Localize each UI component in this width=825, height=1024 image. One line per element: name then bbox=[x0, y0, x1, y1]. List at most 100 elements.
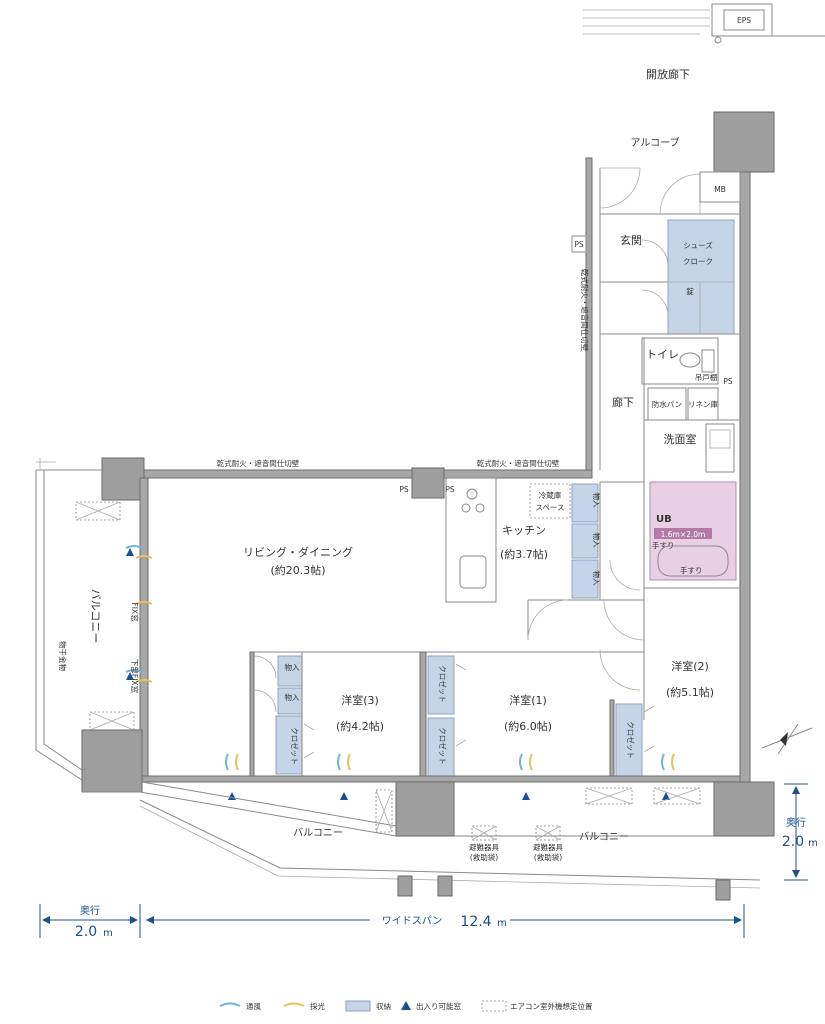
handrail-label-2: 手すり bbox=[680, 565, 703, 575]
depth-dimension-right bbox=[784, 783, 808, 881]
kitchen-counter bbox=[445, 477, 497, 603]
ps-label-1: PS bbox=[399, 485, 409, 494]
legend-ac-icon bbox=[481, 1000, 507, 1012]
span-dimension bbox=[146, 904, 745, 938]
legend-storage-icon bbox=[345, 1000, 371, 1012]
western1-size-label: (約6.0帖) bbox=[504, 719, 552, 733]
legend-door-window-icon bbox=[401, 1001, 411, 1010]
pillar-top-left bbox=[101, 457, 145, 501]
fire-wall-label-1: 乾式耐火・遮音間仕切壁 bbox=[217, 458, 300, 468]
span-unit: m bbox=[497, 918, 507, 929]
fix-window-label: FIX窓 bbox=[130, 602, 140, 622]
lock-label: 錠 bbox=[686, 286, 694, 296]
shoes-cloak-label-2: クローク bbox=[683, 257, 713, 266]
toilet-room bbox=[641, 337, 719, 385]
fridge-label-1: 冷蔵庫 bbox=[539, 490, 562, 500]
storage-label-w3-1: 物入 bbox=[285, 662, 300, 672]
legend-storage: 収納 bbox=[376, 1001, 391, 1011]
stove-burner-icon-2 bbox=[475, 503, 485, 513]
fridge-label-2: スペース bbox=[535, 503, 564, 512]
fridge-space bbox=[529, 483, 571, 519]
depth-label-right: 奥行 bbox=[786, 816, 806, 829]
ps-label-2: PS bbox=[445, 485, 455, 494]
handrail-label-1: 手すり bbox=[652, 540, 675, 550]
legend-ventilation: 通風 bbox=[246, 1001, 261, 1011]
western2-size-label: (約5.1帖) bbox=[666, 685, 714, 699]
toilet-bowl-icon bbox=[679, 352, 701, 368]
open-corridor-label: 開放廊下 bbox=[646, 67, 690, 81]
storage-kitchen-3 bbox=[571, 559, 599, 599]
top-structure: EPS bbox=[583, 3, 825, 44]
kitchen-sink bbox=[459, 555, 487, 589]
eps-label: EPS bbox=[737, 16, 751, 25]
living-label: リビング・ダイニング bbox=[243, 545, 353, 559]
alcove-label: アルコーブ bbox=[630, 136, 679, 149]
span-label: ワイドスパン bbox=[382, 915, 443, 927]
ac-unit-south-3 bbox=[653, 787, 701, 805]
laundry-label: 物干金物 bbox=[58, 641, 68, 671]
depth-unit-right: m bbox=[808, 838, 818, 849]
closet-w2 bbox=[615, 703, 643, 777]
storage-label-k3: 物入 bbox=[592, 571, 602, 586]
pillar-bottom-right bbox=[713, 781, 775, 837]
evac-1-sub-label: (救助袋) bbox=[470, 852, 498, 862]
storage-w3-2 bbox=[277, 687, 303, 715]
fire-wall-label-vertical: 乾式耐火・遮音間仕切壁 bbox=[580, 269, 590, 352]
legend-wind-icon bbox=[219, 1002, 241, 1007]
depth-value-left: 2.0 bbox=[75, 924, 97, 940]
ps-label-toilet: PS bbox=[723, 377, 733, 386]
depth-unit-left: m bbox=[103, 928, 113, 939]
living-size-label: (約20.3帖) bbox=[270, 563, 325, 577]
toilet-label: トイレ bbox=[646, 348, 679, 361]
closet-w3 bbox=[275, 715, 303, 775]
closet-label-w1-1: クロゼット bbox=[438, 665, 448, 703]
pillar-top-right bbox=[713, 111, 775, 173]
depth-label-left: 奥行 bbox=[80, 904, 100, 917]
evac-1-label: 避難器具 bbox=[469, 842, 499, 852]
living-top-wall bbox=[139, 469, 593, 479]
bathtub bbox=[657, 545, 729, 577]
closet-w1-2 bbox=[427, 717, 455, 777]
storage-kitchen-2 bbox=[571, 523, 599, 559]
span-value: 12.4 bbox=[460, 914, 491, 930]
closet-label-w1-2: クロゼット bbox=[438, 727, 448, 765]
stove-burner-icon-3 bbox=[461, 503, 471, 513]
ub-size-label: 1.6m×2.0m bbox=[661, 530, 706, 539]
legend: 通風 採光 収納 出入り可能窓 エアコン室外機想定位置 bbox=[219, 1000, 593, 1012]
balcony-left-label: バルコニー bbox=[89, 589, 102, 644]
pillar-bottom-center bbox=[395, 781, 455, 837]
storage-kitchen-1 bbox=[571, 483, 599, 523]
balcony-south-label-1: バルコニー bbox=[293, 827, 343, 839]
south-wall bbox=[139, 775, 741, 783]
right-outer-wall bbox=[739, 171, 751, 783]
legend-ac-unit: エアコン室外機想定位置 bbox=[510, 1001, 593, 1011]
western1-label: 洋室(1) bbox=[509, 693, 547, 707]
kitchen-label: キッチン bbox=[502, 524, 546, 537]
western3-label: 洋室(3) bbox=[341, 693, 379, 707]
legend-daylight: 採光 bbox=[310, 1001, 325, 1011]
hallway-label: 廊下 bbox=[612, 395, 634, 409]
compass-icon bbox=[761, 723, 813, 755]
evac-2-sub-label: (救助袋) bbox=[534, 852, 562, 862]
washroom-label: 洗面室 bbox=[664, 432, 697, 446]
depth-value-right: 2.0 bbox=[782, 834, 804, 850]
linen-label: リネン庫 bbox=[688, 399, 718, 409]
lower-fix-window-label: 下部FIX窓 bbox=[130, 659, 140, 694]
evac-2-label: 避難器具 bbox=[533, 842, 563, 852]
shoes-cloak-storage bbox=[667, 219, 735, 335]
pillar-bottom-left bbox=[81, 729, 143, 793]
ub-label: UB bbox=[656, 514, 672, 525]
shoes-cloak-label-1: シューズ bbox=[683, 240, 713, 250]
waterproof-pan-label: 防水パン bbox=[652, 399, 682, 409]
ac-unit-left-1 bbox=[75, 501, 121, 521]
toilet-cabinet-label: 吊戸棚 bbox=[695, 372, 718, 382]
closet-w1-1 bbox=[427, 655, 455, 715]
western3-size-label: (約4.2帖) bbox=[336, 719, 384, 733]
entrance-label: 玄関 bbox=[620, 233, 642, 247]
storage-w3-1 bbox=[277, 655, 303, 687]
legend-sun-icon bbox=[283, 1002, 305, 1007]
kitchen-size-label: (約3.7帖) bbox=[500, 547, 548, 561]
depth-dimension-left bbox=[39, 904, 141, 938]
legend-door-window: 出入り可能窓 bbox=[416, 1001, 461, 1011]
